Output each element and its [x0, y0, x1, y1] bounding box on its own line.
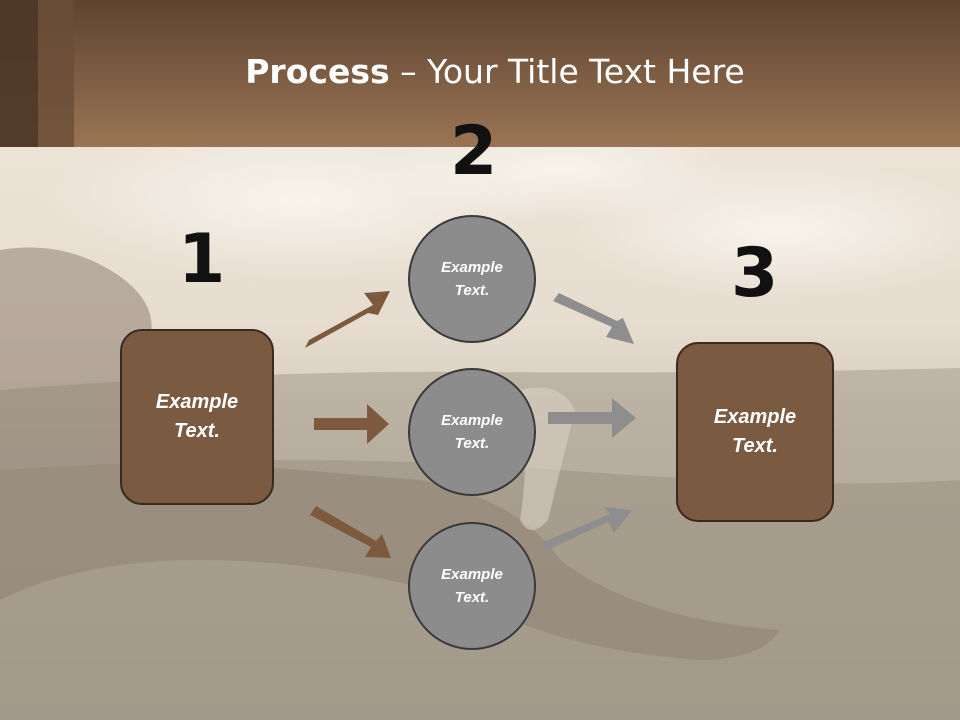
title-bold: Process	[245, 52, 390, 91]
arrow-top-to-3	[553, 293, 634, 344]
arrow-middle-to-3	[548, 398, 636, 438]
arrow-1-to-middle	[314, 404, 389, 444]
step-box-3: Example Text.	[676, 342, 834, 522]
circle-top-label: Example Text.	[441, 259, 503, 299]
step-number-1: 1	[178, 220, 226, 299]
arrow-1-to-top	[305, 291, 390, 348]
title-rest: – Your Title Text Here	[389, 52, 745, 91]
step-number-3: 3	[731, 234, 779, 313]
circle-middle: Example Text.	[408, 368, 536, 496]
step-box-1: Example Text.	[120, 329, 274, 505]
step-box-3-label: Example Text.	[713, 406, 797, 457]
slide-title: Process – Your Title Text Here	[0, 52, 960, 91]
arrow-bottom-to-3	[541, 507, 632, 551]
circle-middle-label: Example Text.	[441, 412, 503, 452]
circle-bottom: Example Text.	[408, 522, 536, 650]
arrow-1-to-bottom	[310, 506, 391, 558]
circle-bottom-label: Example Text.	[441, 566, 503, 606]
step-box-1-label: Example Text.	[155, 391, 239, 442]
step-number-2: 2	[450, 112, 498, 191]
circle-top: Example Text.	[408, 215, 536, 343]
